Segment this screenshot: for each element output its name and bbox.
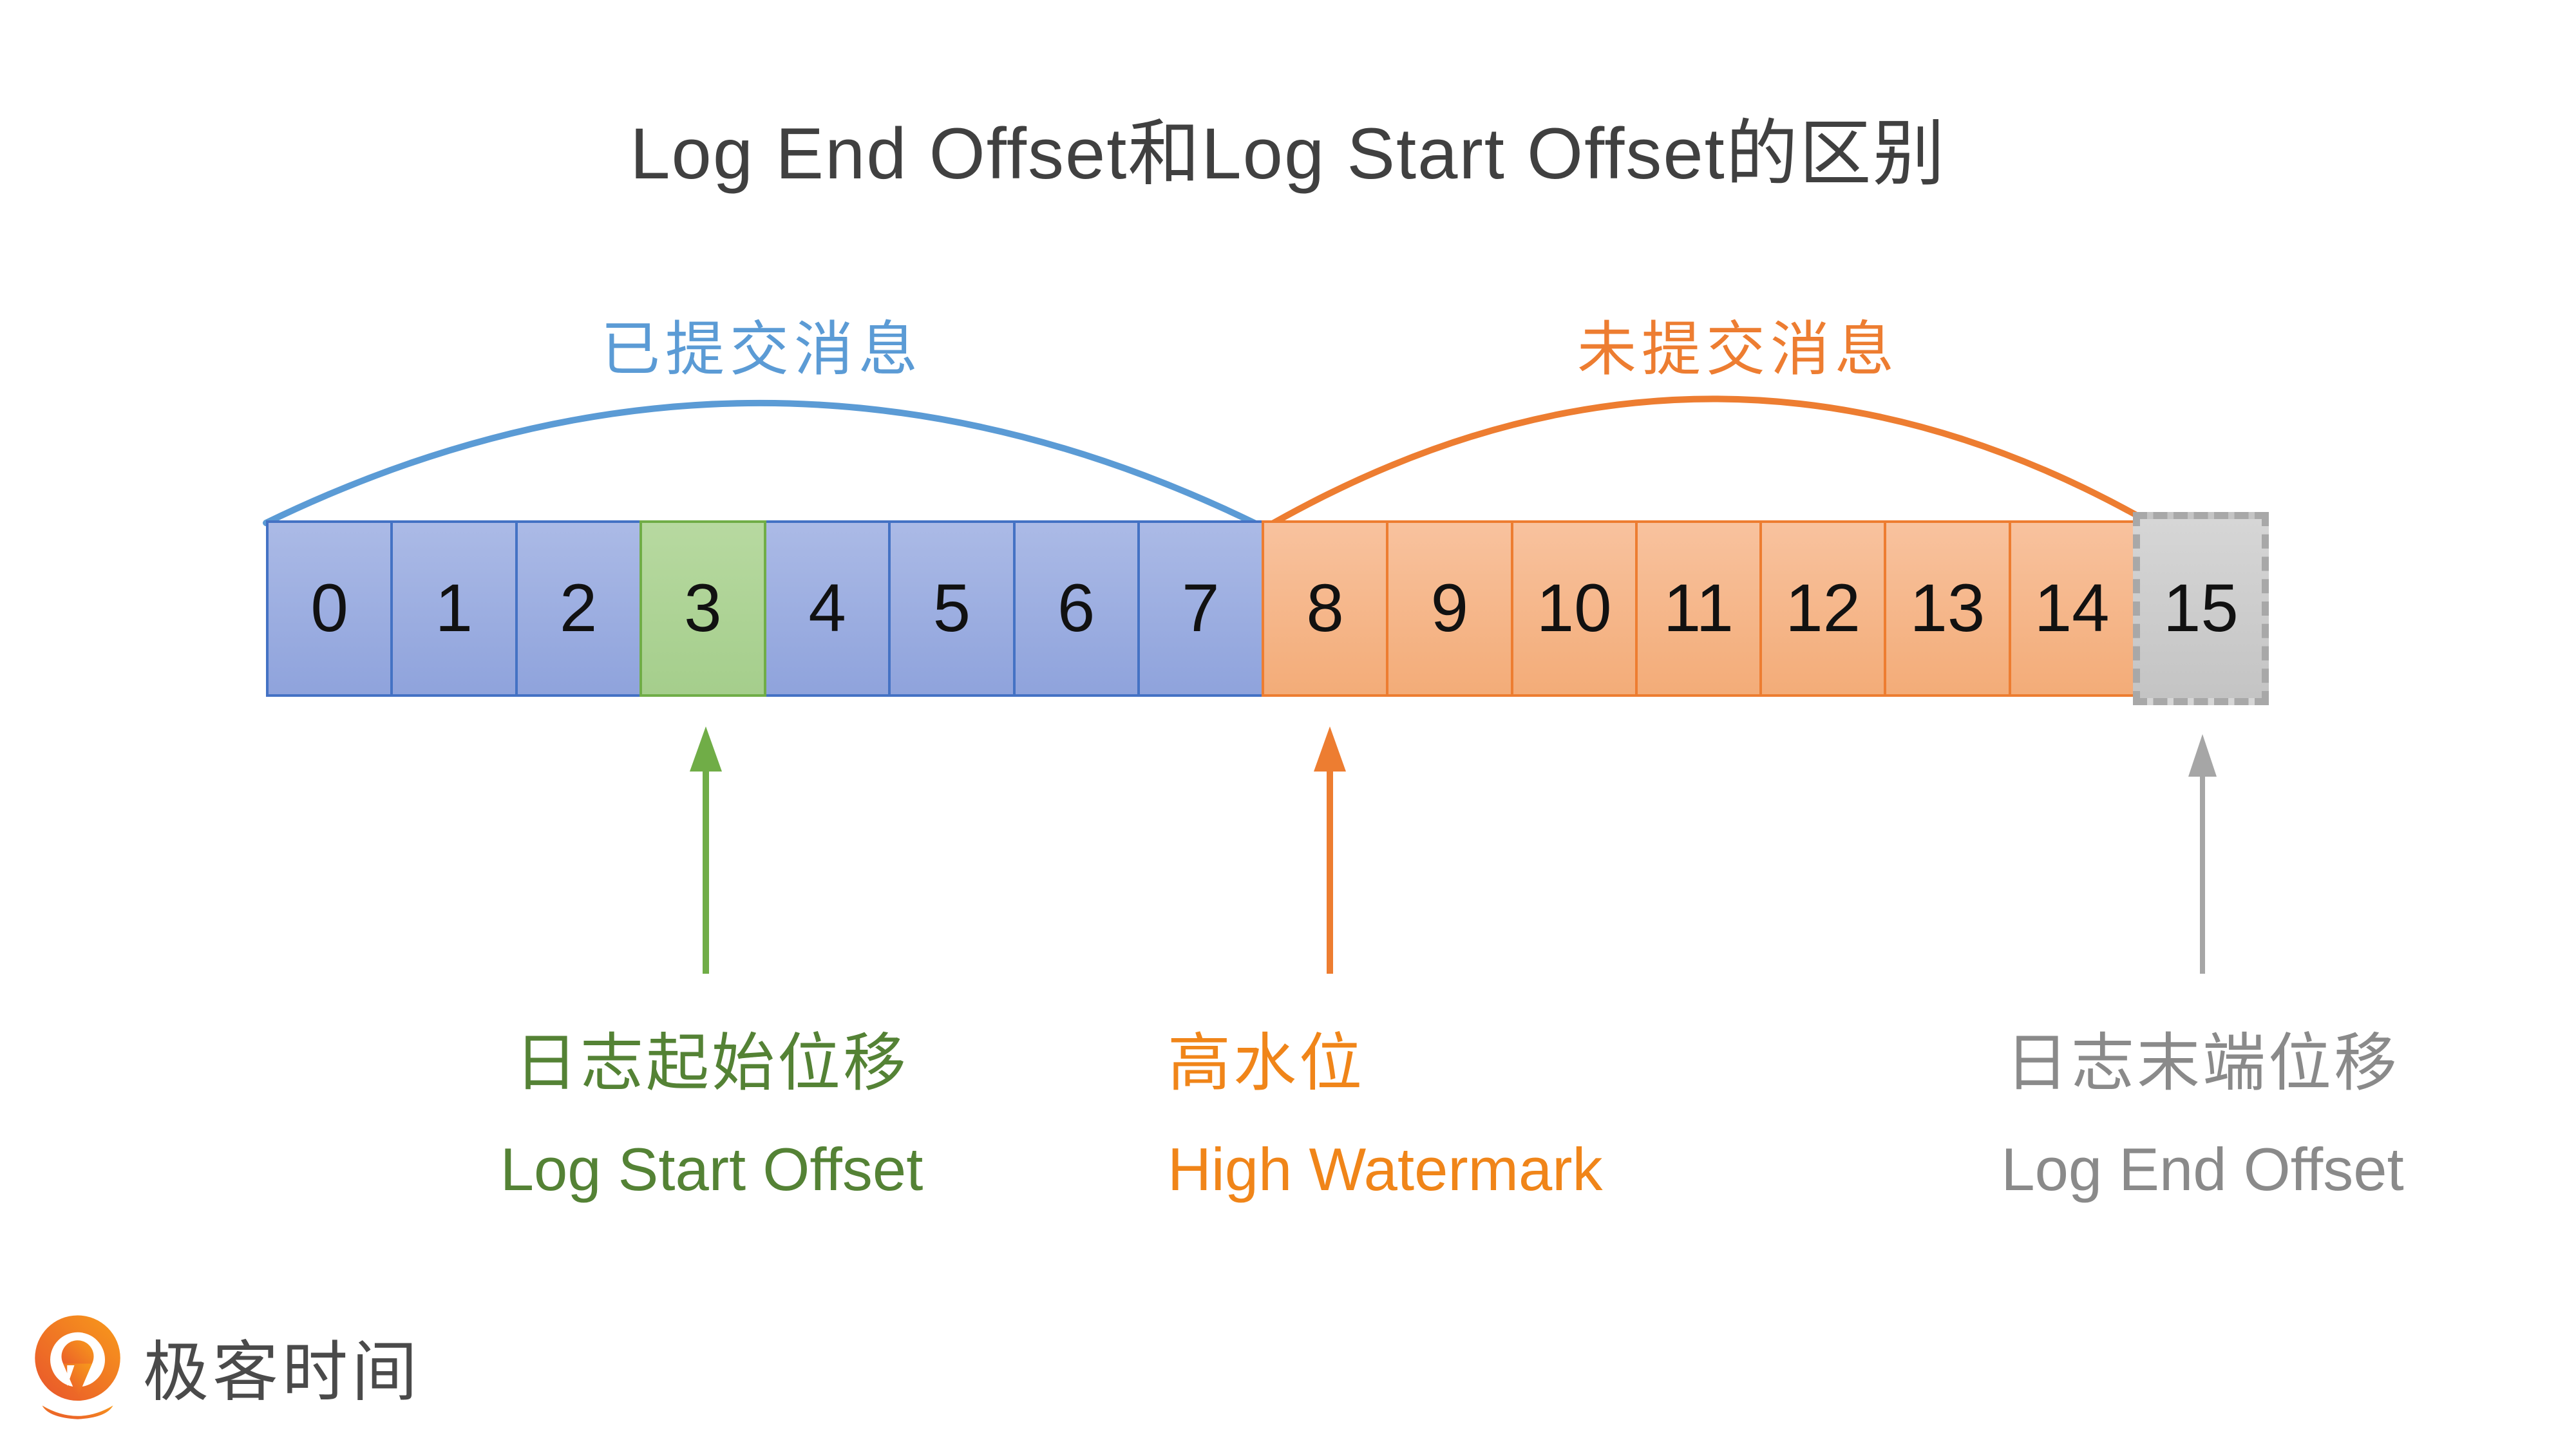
high-watermark-label-en: High Watermark [1168, 1135, 1603, 1203]
cell-6: 6 [1012, 520, 1140, 697]
committed-bracket-curve [263, 399, 1283, 539]
committed-messages-label: 已提交消息 [601, 317, 923, 383]
cell-0: 0 [266, 520, 393, 697]
cell-14: 14 [2008, 520, 2136, 697]
cell-9: 9 [1386, 520, 1513, 697]
cell-15: 15 [2132, 512, 2269, 705]
cell-7: 7 [1137, 520, 1264, 697]
log-start-offset-label: 日志起始位移 Log Start Offset [454, 1019, 969, 1213]
log-end-offset-label-en: Log End Offset [2001, 1135, 2404, 1203]
cell-1: 1 [390, 520, 518, 697]
log-end-offset-label-zh: 日志末端位移 [2005, 1027, 2400, 1098]
log-end-arrow [2188, 734, 2217, 974]
cell-11: 11 [1634, 520, 1762, 697]
page-title: Log End Offset和Log Start Offset的区别 [630, 113, 1946, 194]
cell-10: 10 [1510, 520, 1638, 697]
cell-5: 5 [888, 520, 1016, 697]
cell-3: 3 [639, 520, 766, 697]
log-start-offset-label-zh: 日志起始位移 [514, 1027, 909, 1098]
geektime-logo-icon [35, 1315, 120, 1419]
geektime-logo-text: 极客时间 [143, 1336, 421, 1409]
uncommitted-bracket-curve [1259, 395, 2149, 533]
log-start-offset-label-en: Log Start Offset [500, 1135, 923, 1203]
cell-4: 4 [764, 520, 891, 697]
high-watermark-label-zh: 高水位 [1168, 1027, 1365, 1098]
uncommitted-messages-label: 未提交消息 [1577, 317, 1900, 383]
high-watermark-label: 高水位 High Watermark [1168, 1019, 1603, 1213]
high-watermark-arrow [1314, 726, 1346, 974]
cell-2: 2 [515, 520, 642, 697]
cell-8: 8 [1262, 520, 1389, 697]
log-start-arrow [690, 726, 722, 974]
geektime-logo: 极客时间 [31, 1314, 421, 1420]
cell-13: 13 [1884, 520, 2011, 697]
log-end-offset-label: 日志末端位移 Log End Offset [1945, 1019, 2460, 1213]
cell-12: 12 [1759, 520, 1887, 697]
